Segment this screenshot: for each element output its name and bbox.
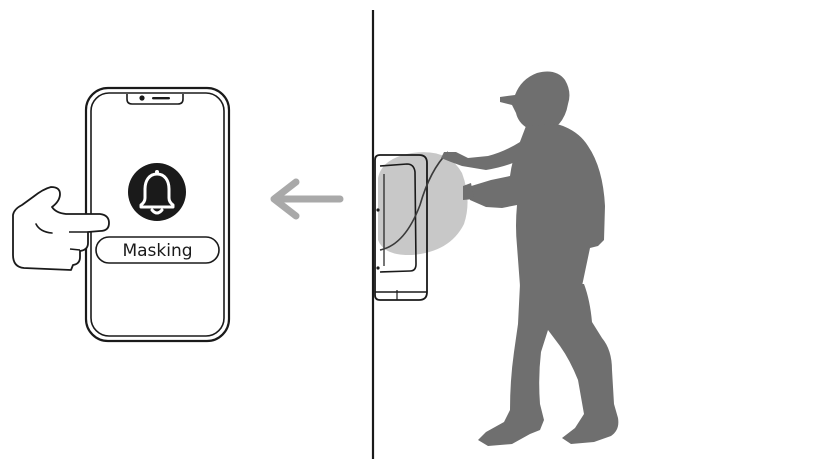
left-arrow-icon — [274, 182, 340, 216]
masking-button[interactable]: Masking — [96, 237, 219, 263]
person-silhouette — [441, 72, 618, 446]
phone-speaker — [152, 97, 170, 99]
bell-icon[interactable] — [128, 163, 186, 221]
doorbell-device — [375, 152, 468, 300]
smartphone: Masking — [86, 88, 229, 341]
masking-zone — [378, 152, 468, 255]
phone-camera — [139, 95, 144, 100]
masking-button-label: Masking — [122, 241, 192, 261]
